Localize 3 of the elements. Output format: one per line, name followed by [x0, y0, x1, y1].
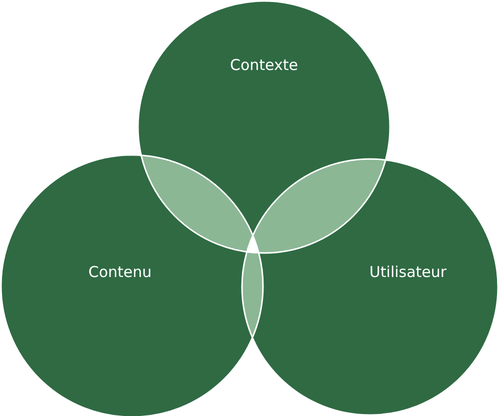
circle-label: Contenu	[88, 263, 152, 281]
circle-label: Contexte	[230, 56, 298, 74]
circle-label: Utilisateur	[369, 263, 447, 281]
